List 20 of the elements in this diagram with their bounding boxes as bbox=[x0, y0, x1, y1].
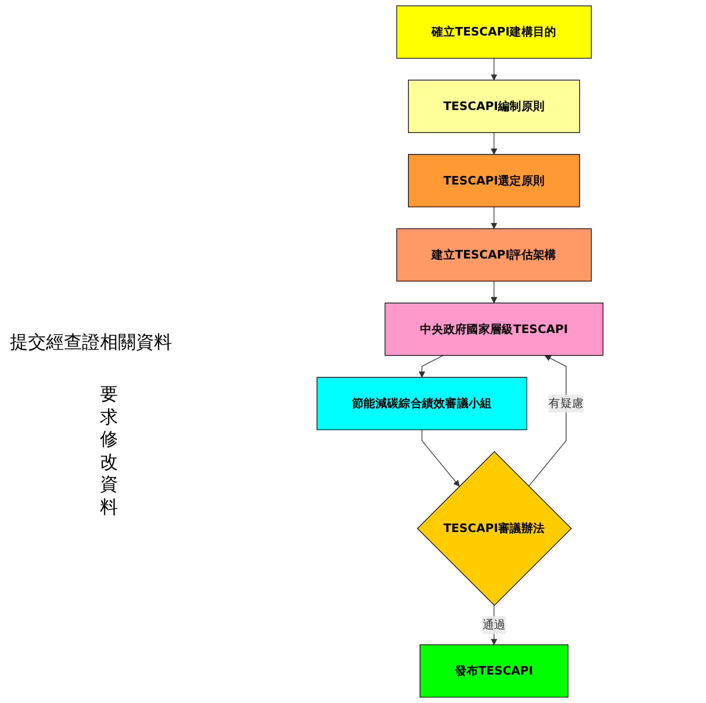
node-box: 中央政府國家層級TESCAPI bbox=[384, 302, 604, 356]
arrow bbox=[418, 355, 444, 378]
arrow bbox=[528, 355, 566, 487]
note-text: 提交經查證相關資料 bbox=[10, 331, 173, 354]
arrow bbox=[490, 58, 498, 80]
arrow bbox=[490, 132, 498, 155]
arrow bbox=[422, 429, 460, 487]
node-box: 節能減碳綜合績效審議小組 bbox=[316, 376, 528, 430]
edge-label: 有疑慮 bbox=[548, 396, 584, 410]
node-box: TESCAPI編制原則 bbox=[408, 80, 580, 133]
node-box: 建立TESCAPI評估架構 bbox=[396, 228, 592, 282]
node-diamond: TESCAPI審議辦法 bbox=[416, 451, 572, 606]
node-box: TESCAPI選定原則 bbox=[408, 154, 580, 208]
edge-label: 通過 bbox=[482, 618, 506, 632]
arrow bbox=[490, 206, 498, 229]
node-box: 確立TESCAPI建構目的 bbox=[396, 5, 592, 59]
node-box: 發布TESCAPI bbox=[420, 644, 568, 698]
note-text: 要求修改資料 bbox=[100, 384, 119, 519]
arrow bbox=[490, 605, 498, 646]
arrow bbox=[490, 280, 498, 304]
